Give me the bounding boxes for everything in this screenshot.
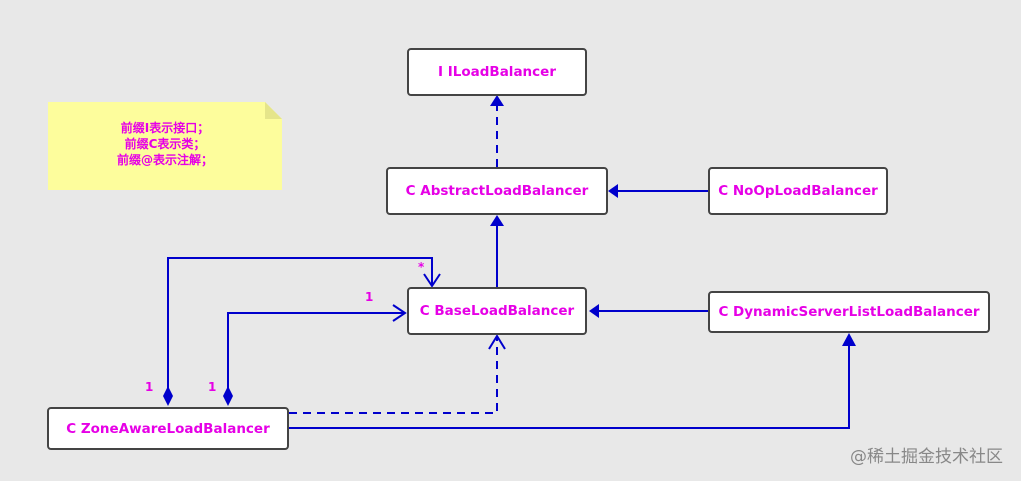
- arrowhead-base-from-dynamic: [589, 304, 599, 318]
- arrowhead-dynamic-from-zone: [842, 333, 856, 346]
- arrowhead-abstract-from-base: [490, 215, 504, 226]
- class-abstract-load-balancer[interactable]: C AbstractLoadBalancer: [386, 167, 608, 215]
- multiplicity-one-right: 1: [208, 380, 217, 394]
- class-noop-load-balancer[interactable]: C NoOpLoadBalancer: [708, 167, 888, 215]
- composition-inner-arrowhead: [392, 304, 407, 322]
- dependency-zone-base: [289, 338, 498, 414]
- note-fold: [265, 102, 282, 119]
- note-line-class: 前缀C表示类；: [124, 137, 206, 151]
- class-base-load-balancer[interactable]: C BaseLoadBalancer: [407, 287, 587, 335]
- composition-zone-base-outer: [167, 257, 433, 388]
- composition-diamond-outer: [163, 386, 173, 406]
- inheritance-zone-dynamic: [289, 340, 850, 429]
- arrowhead-iloadbalancer: [490, 95, 504, 106]
- class-zone-aware-load-balancer[interactable]: C ZoneAwareLoadBalancer: [47, 407, 289, 450]
- class-dynamic-server-list-load-balancer[interactable]: C DynamicServerListLoadBalancer: [708, 291, 990, 333]
- note-shape: [48, 102, 282, 190]
- multiplicity-star: *: [418, 260, 425, 274]
- composition-diamond-inner: [223, 386, 233, 406]
- multiplicity-one-left: 1: [145, 380, 154, 394]
- legend-note: 前缀I表示接口； 前缀C表示类； 前缀@表示注解；: [48, 102, 282, 190]
- note-line-interface: 前缀I表示接口；: [120, 121, 210, 135]
- class-iloadbalancer[interactable]: I ILoadBalancer: [407, 48, 587, 96]
- note-line-annotation: 前缀@表示注解；: [116, 153, 213, 167]
- dependency-open-arrowhead: [488, 334, 506, 350]
- watermark: @稀土掘金技术社区: [850, 447, 1003, 467]
- arrowhead-abstract-from-noop: [608, 184, 618, 198]
- composition-zone-base-inner: [227, 312, 404, 388]
- multiplicity-one-base: 1: [365, 290, 374, 304]
- composition-outer-arrowhead: [423, 273, 441, 288]
